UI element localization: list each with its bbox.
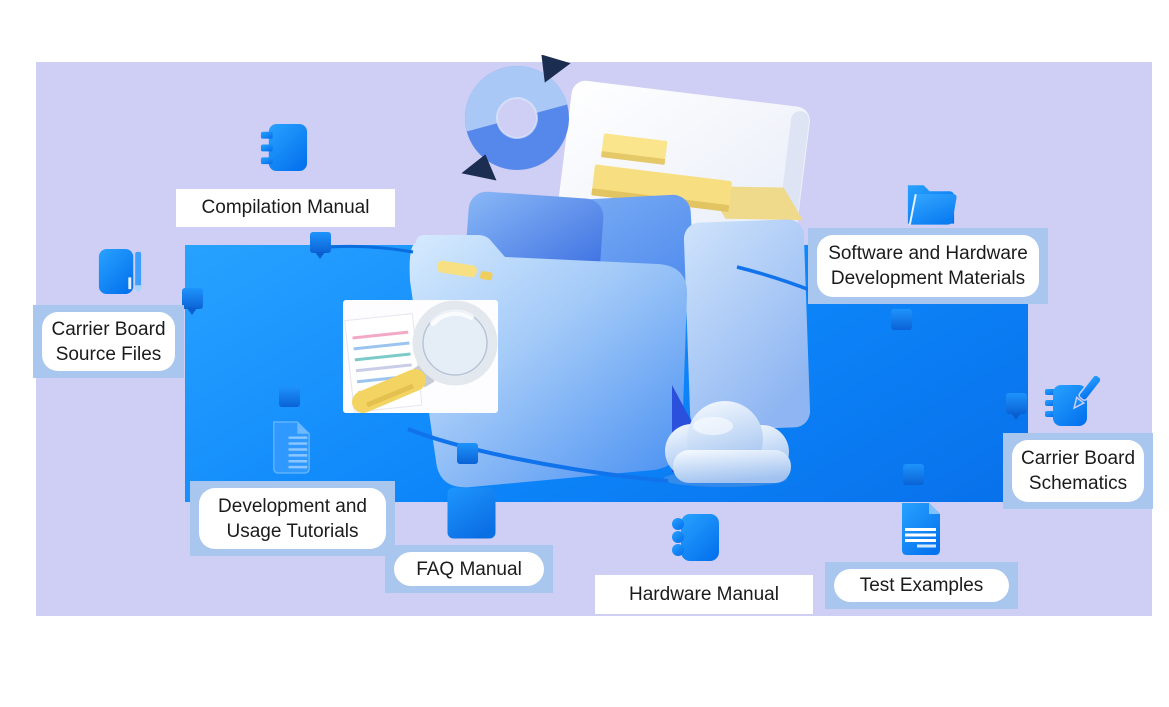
cloud-icon (663, 401, 791, 487)
label-software-hardware-materials: Software and Hardware Development Materi… (808, 228, 1048, 304)
folder-back-panel (683, 219, 811, 431)
label-text-line2: Source Files (55, 343, 162, 365)
open-folder (409, 235, 688, 488)
node-left (182, 288, 203, 315)
node-top (310, 232, 331, 259)
label-carrier-board-source-files: Carrier Board Source Files (33, 305, 184, 378)
magnifier-photo (343, 300, 498, 413)
node-right-upper (891, 309, 912, 330)
label-faq-manual: FAQ Manual (385, 545, 553, 593)
label-text: Test Examples (859, 575, 984, 596)
spiral-notebook-icon (260, 123, 308, 172)
label-text: Hardware Manual (629, 583, 779, 605)
document-text-icon (902, 503, 940, 555)
open-folder-icon (907, 185, 957, 225)
label-text-line2: Usage Tutorials (226, 520, 359, 542)
pencil-strip (437, 260, 493, 281)
label-text-line1: Carrier Board (51, 318, 166, 340)
node-right-edge (1006, 393, 1027, 420)
label-text: FAQ Manual (416, 558, 522, 580)
spiral-notebook-icon (672, 514, 719, 561)
book-icon (98, 248, 142, 295)
yellow-bar-small (601, 133, 668, 165)
label-text-line1: Development and (218, 495, 367, 517)
label-text-line2: Schematics (1028, 473, 1128, 494)
sync-ring-icon (461, 55, 571, 181)
label-text-line1: Software and Hardware (828, 243, 1028, 264)
label-text: Compilation Manual (201, 197, 370, 218)
label-carrier-board-schematics: Carrier Board Schematics (1003, 433, 1153, 509)
label-text-line2: Development Materials (830, 268, 1026, 289)
label-compilation-manual: Compilation Manual (176, 189, 395, 227)
magnifier-icon (352, 300, 498, 413)
document-lines-icon (273, 421, 310, 474)
node-dev-usage (279, 386, 300, 407)
label-text-line1: Carrier Board (1020, 448, 1136, 469)
label-development-usage-tutorials: Development and Usage Tutorials (190, 481, 395, 556)
label-test-examples: Test Examples (825, 562, 1018, 609)
pencil-icon (1072, 376, 1100, 410)
notebook-pencil-icon (1045, 376, 1100, 426)
node-faq-curve (457, 443, 478, 464)
square-tile-icon (447, 487, 496, 539)
folder-documents-illustration (343, 55, 811, 488)
label-hardware-manual: Hardware Manual (595, 575, 813, 614)
node-right-lower (903, 464, 924, 485)
